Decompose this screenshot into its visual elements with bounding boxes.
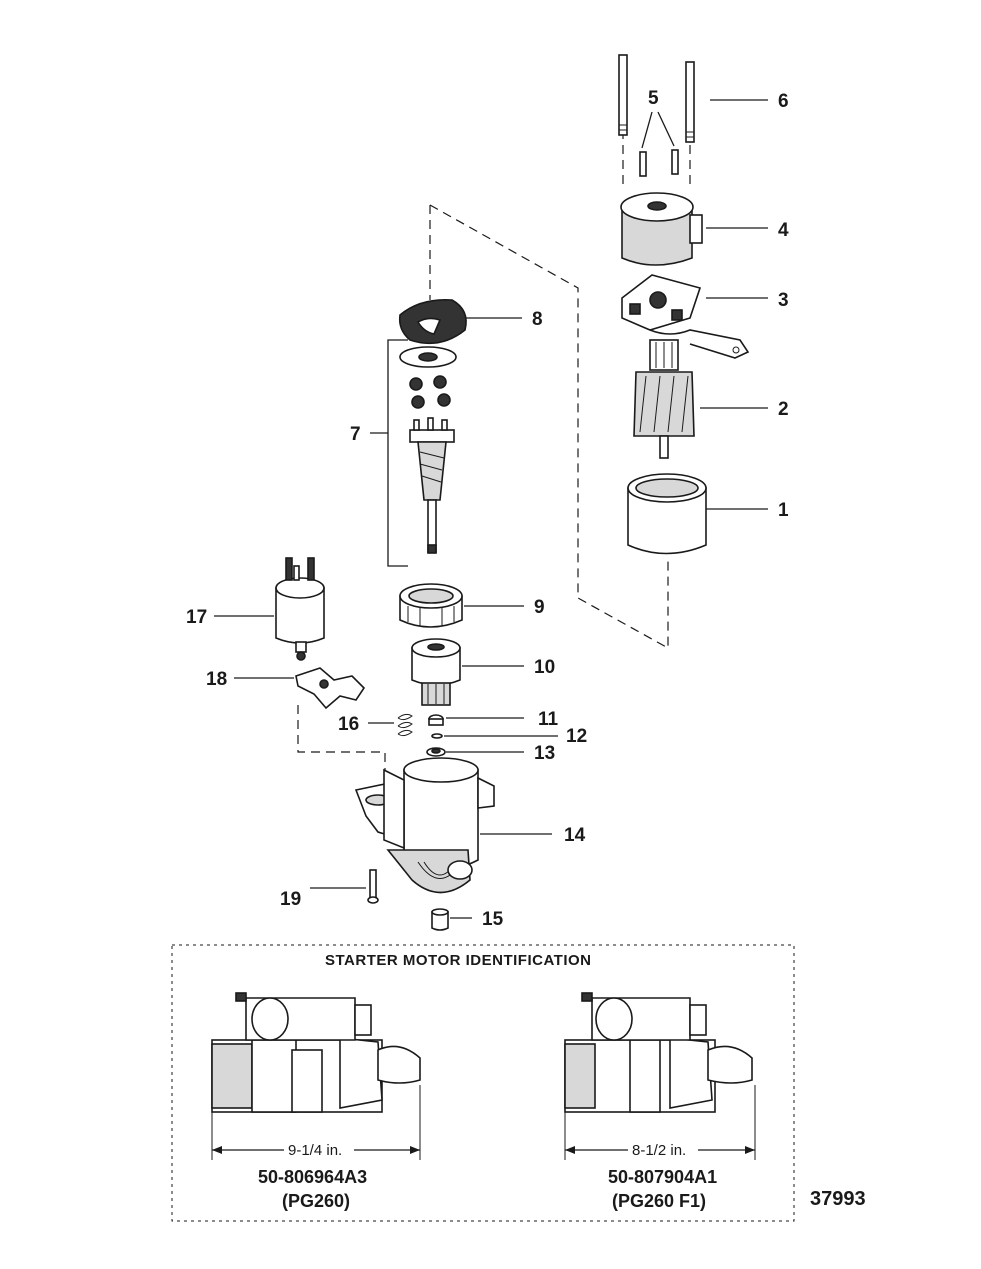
through-bolts [618, 54, 695, 143]
right-dimension: 8-1/2 in. [632, 1142, 686, 1159]
callout-11: 11 [538, 709, 559, 730]
item-7-bracket [387, 339, 408, 567]
callout-13: 13 [534, 743, 555, 764]
starter-motor-right-illustration [564, 992, 756, 1160]
callout-1: 1 [778, 500, 789, 521]
callout-5: 5 [648, 88, 659, 109]
right-model: (PG260 F1) [612, 1191, 706, 1211]
left-part-number: 50-806964A3 [258, 1167, 367, 1187]
drive-end-bushing [431, 908, 449, 931]
starter-motor-left-illustration [211, 992, 421, 1160]
left-dimension: 9-1/4 in. [288, 1142, 342, 1159]
left-model: (PG260) [282, 1191, 350, 1211]
return-spring [397, 713, 413, 737]
figure-number: 37993 [810, 1188, 866, 1210]
pinion-stop-parts [426, 714, 446, 757]
end-cap-screws [639, 149, 679, 177]
callout-16: 16 [338, 714, 359, 735]
planetary-gear-assembly [399, 346, 457, 554]
drive-pinion [411, 638, 461, 706]
callout-numbers: 1 2 3 4 5 6 7 8 9 10 11 12 13 14 15 16 1… [186, 88, 789, 930]
callout-6: 6 [778, 91, 789, 112]
field-frame [627, 473, 707, 555]
starter-solenoid [275, 557, 325, 661]
callout-10: 10 [534, 657, 555, 678]
callout-8: 8 [532, 309, 543, 330]
callout-4: 4 [778, 220, 789, 241]
brush-holder [621, 274, 750, 359]
planetary-gear-cover [398, 298, 467, 345]
armature [633, 339, 695, 459]
drive-end-housing [354, 757, 495, 894]
callout-18: 18 [206, 669, 227, 690]
callout-2: 2 [778, 399, 789, 420]
callout-19: 19 [280, 889, 301, 910]
housing-bolt [367, 869, 379, 904]
callout-14: 14 [564, 825, 586, 846]
callout-15: 15 [482, 909, 504, 930]
commutator-end-cap [620, 192, 703, 266]
identification-panel: STARTER MOTOR IDENTIFICATION 9-1/4 in. 5… [171, 944, 795, 1222]
leader-lines [214, 99, 768, 919]
identification-heading: STARTER MOTOR IDENTIFICATION [325, 952, 592, 969]
ring-gear [399, 583, 463, 628]
callout-9: 9 [534, 597, 545, 618]
right-part-number: 50-807904A1 [608, 1167, 717, 1187]
callout-3: 3 [778, 290, 789, 311]
callout-12: 12 [566, 726, 587, 747]
shift-lever [295, 667, 366, 710]
callout-17: 17 [186, 607, 207, 628]
callout-7: 7 [350, 424, 361, 445]
